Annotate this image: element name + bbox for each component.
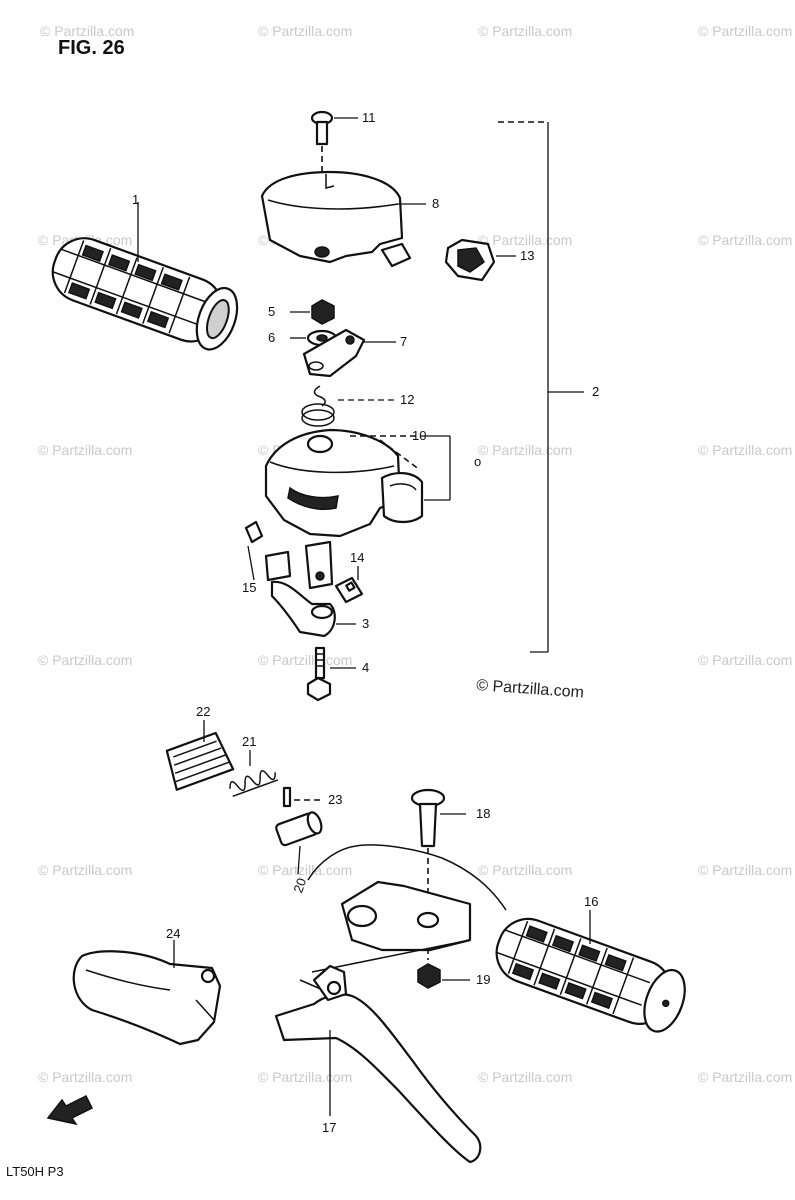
watermark-layer: © Partzilla.com © Partzilla.com © Partzi… [38, 23, 792, 1085]
part-23-pin [282, 786, 324, 808]
callout-11: 11 [362, 110, 376, 125]
watermark: © Partzilla.com [38, 1069, 132, 1085]
watermark: © Partzilla.com [258, 1069, 352, 1085]
part-21-spring [229, 750, 279, 798]
callout-24: 24 [166, 926, 180, 941]
watermark: © Partzilla.com [698, 23, 792, 39]
watermark: © Partzilla.com [698, 862, 792, 878]
front-arrow-icon [46, 1094, 94, 1126]
callout-10: 10 [412, 428, 426, 443]
watermark-dark: © Partzilla.com [476, 677, 585, 701]
callout-8: 8 [432, 196, 439, 211]
callout-17: 17 [322, 1120, 336, 1135]
callout-13: 13 [520, 248, 534, 263]
part-14-screw [334, 566, 364, 604]
part-20-plunger [275, 811, 323, 875]
watermark: © Partzilla.com [38, 652, 132, 668]
part-22-boot [165, 720, 235, 791]
part-24-cover [72, 940, 222, 1046]
part-17-lever [274, 964, 482, 1164]
watermark: © Partzilla.com [478, 862, 572, 878]
watermark: © Partzilla.com [698, 652, 792, 668]
callout-4: 4 [362, 660, 369, 675]
callout-16: 16 [584, 894, 598, 909]
callout-20: 20 [290, 876, 309, 895]
callout-19: 19 [476, 972, 490, 987]
part-3-throttle-lever [270, 540, 356, 638]
watermark: © Partzilla.com [698, 442, 792, 458]
watermark: © Partzilla.com [478, 1069, 572, 1085]
watermark: © Partzilla.com [258, 652, 352, 668]
callout-22: 22 [196, 704, 210, 719]
watermark: © Partzilla.com [478, 442, 572, 458]
part-13-grommet [444, 238, 516, 282]
watermark: © Partzilla.com [698, 1069, 792, 1085]
figure-title: FIG. 26 [58, 37, 125, 59]
part-5-nut [290, 299, 335, 325]
watermark: © Partzilla.com [478, 23, 572, 39]
callout-5: 5 [268, 304, 275, 319]
callout-3: 3 [362, 616, 369, 631]
watermark: © Partzilla.com [258, 862, 352, 878]
part-12-spring [301, 385, 396, 427]
part-8-housing-cover [260, 170, 426, 268]
part-16-right-grip [495, 910, 686, 1033]
small-mark: o [474, 454, 481, 469]
callout-12: 12 [400, 392, 414, 407]
part-15-clip [244, 520, 292, 582]
callout-14: 14 [350, 550, 364, 565]
watermark: © Partzilla.com [478, 232, 572, 248]
callout-labels: 1 2 3 4 5 6 7 8 10 11 12 13 14 15 16 17 … [132, 110, 599, 1135]
watermark: © Partzilla.com [38, 442, 132, 458]
callout-6: 6 [268, 330, 275, 345]
part-4-bolt [306, 646, 356, 702]
part-18-pivot-bolt [410, 788, 466, 960]
throttle-housing [264, 428, 451, 538]
watermark: © Partzilla.com [38, 862, 132, 878]
watermark: © Partzilla.com [698, 232, 792, 248]
callout-1: 1 [132, 192, 139, 207]
part-7-bracket [302, 328, 396, 378]
callout-21: 21 [242, 734, 256, 749]
callout-18: 18 [476, 806, 490, 821]
part-1-left-grip [51, 202, 239, 351]
callout-2: 2 [592, 384, 599, 399]
watermark: © Partzilla.com [258, 23, 352, 39]
model-code: LT50H P3 [6, 1164, 64, 1179]
part-19-nut [417, 963, 470, 989]
assembly-bracket-2: o [474, 121, 584, 653]
lever-holder [299, 844, 507, 1001]
callout-7: 7 [400, 334, 407, 349]
watermark: © Partzilla.com [40, 23, 134, 39]
callout-15: 15 [242, 580, 256, 595]
callout-23: 23 [328, 792, 342, 807]
